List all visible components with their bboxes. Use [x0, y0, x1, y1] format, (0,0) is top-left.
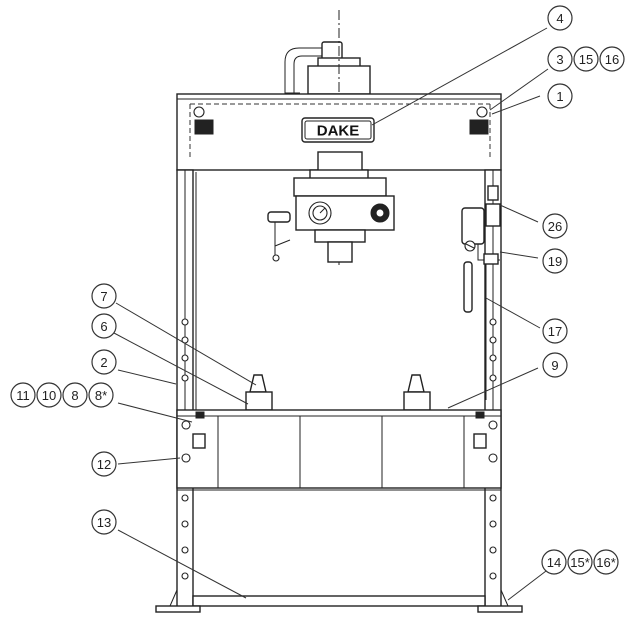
right-header-plate	[469, 119, 489, 135]
upright-hole	[489, 336, 497, 344]
callout-label: 26	[548, 219, 562, 234]
callout-circle	[573, 46, 599, 72]
callout-1: 1	[547, 83, 573, 109]
callouts: 4 3 15 16 1 26 19 17 9 7 6 2 11 10 8 8* 12 13 14 15* 16*	[10, 5, 625, 575]
callout-circle	[547, 5, 573, 31]
callout-circle	[91, 283, 117, 309]
upright-hole	[489, 354, 497, 362]
callout-11: 11 10 8 8*	[10, 382, 114, 408]
callout-9: 9	[542, 352, 568, 378]
callout-label: 13	[97, 515, 111, 530]
callout-3: 3 15 16	[547, 46, 625, 72]
callout-label: 1	[556, 89, 563, 104]
pump-valve-assembly	[461, 185, 501, 400]
upright-hole	[181, 354, 189, 362]
callout-13: 13	[91, 509, 117, 535]
callout-label: 3	[556, 52, 563, 67]
hydraulic-cylinder	[284, 10, 371, 265]
upright-hole	[181, 546, 189, 554]
upright-hole	[181, 520, 189, 528]
callout-circle	[36, 382, 62, 408]
callout-label: 15	[579, 52, 593, 67]
callout-label: 15*	[570, 555, 590, 570]
upright-hole	[181, 318, 189, 326]
callout-circle	[567, 549, 593, 575]
callout-circle	[541, 549, 567, 575]
callout-4: 4	[547, 5, 573, 31]
callout-14: 14 15* 16*	[541, 549, 619, 575]
press-bed	[176, 409, 502, 489]
callout-label: 8*	[95, 388, 107, 403]
left-upright	[176, 169, 194, 611]
callout-circle	[91, 313, 117, 339]
upright-hole	[489, 494, 497, 502]
callout-circle	[91, 451, 117, 477]
callout-label: 19	[548, 254, 562, 269]
press-base	[155, 489, 523, 613]
dake-logo-plate: DAKE	[301, 117, 375, 143]
callout-7: 7	[91, 283, 117, 309]
upright-hole	[489, 520, 497, 528]
callout-label: 8	[71, 388, 78, 403]
callout-circle	[599, 46, 625, 72]
callout-26: 26	[542, 213, 568, 239]
upright-hole	[489, 546, 497, 554]
callout-circle	[547, 46, 573, 72]
callout-circle	[542, 318, 568, 344]
ram-head-assembly	[267, 151, 395, 263]
upright-hole	[181, 572, 189, 580]
callout-circle	[88, 382, 114, 408]
callout-label: 11	[16, 388, 30, 403]
callout-circle	[542, 248, 568, 274]
dake-logo-text: DAKE	[317, 123, 360, 140]
callout-2: 2	[91, 349, 117, 375]
upright-hole	[181, 494, 189, 502]
upright-hole	[489, 572, 497, 580]
callout-label: 6	[100, 319, 107, 334]
callout-label: 17	[548, 324, 562, 339]
callout-circle	[91, 349, 117, 375]
callout-circle	[91, 509, 117, 535]
callout-17: 17	[542, 318, 568, 344]
callout-circle	[542, 352, 568, 378]
callout-label: 9	[551, 358, 558, 373]
callout-circle	[547, 83, 573, 109]
callout-circle	[593, 549, 619, 575]
upright-hole	[489, 318, 497, 326]
callout-label: 12	[97, 457, 111, 472]
callout-label: 16	[605, 52, 619, 67]
upright-hole	[489, 374, 497, 382]
callout-label: 4	[556, 11, 563, 26]
callout-circle	[62, 382, 88, 408]
press-bed-blocks	[245, 374, 431, 411]
callout-circle	[542, 213, 568, 239]
callout-label: 7	[100, 289, 107, 304]
callout-label: 10	[42, 388, 56, 403]
callout-label: 2	[100, 355, 107, 370]
callout-circle	[10, 382, 36, 408]
upright-holes	[181, 318, 497, 580]
left-header-plate	[194, 119, 214, 135]
callout-6: 6	[91, 313, 117, 339]
upright-hole	[181, 374, 189, 382]
leader-lines	[113, 27, 551, 601]
callout-19: 19	[542, 248, 568, 274]
callout-12: 12	[91, 451, 117, 477]
callout-label: 14	[547, 555, 561, 570]
callout-label: 16*	[596, 555, 616, 570]
